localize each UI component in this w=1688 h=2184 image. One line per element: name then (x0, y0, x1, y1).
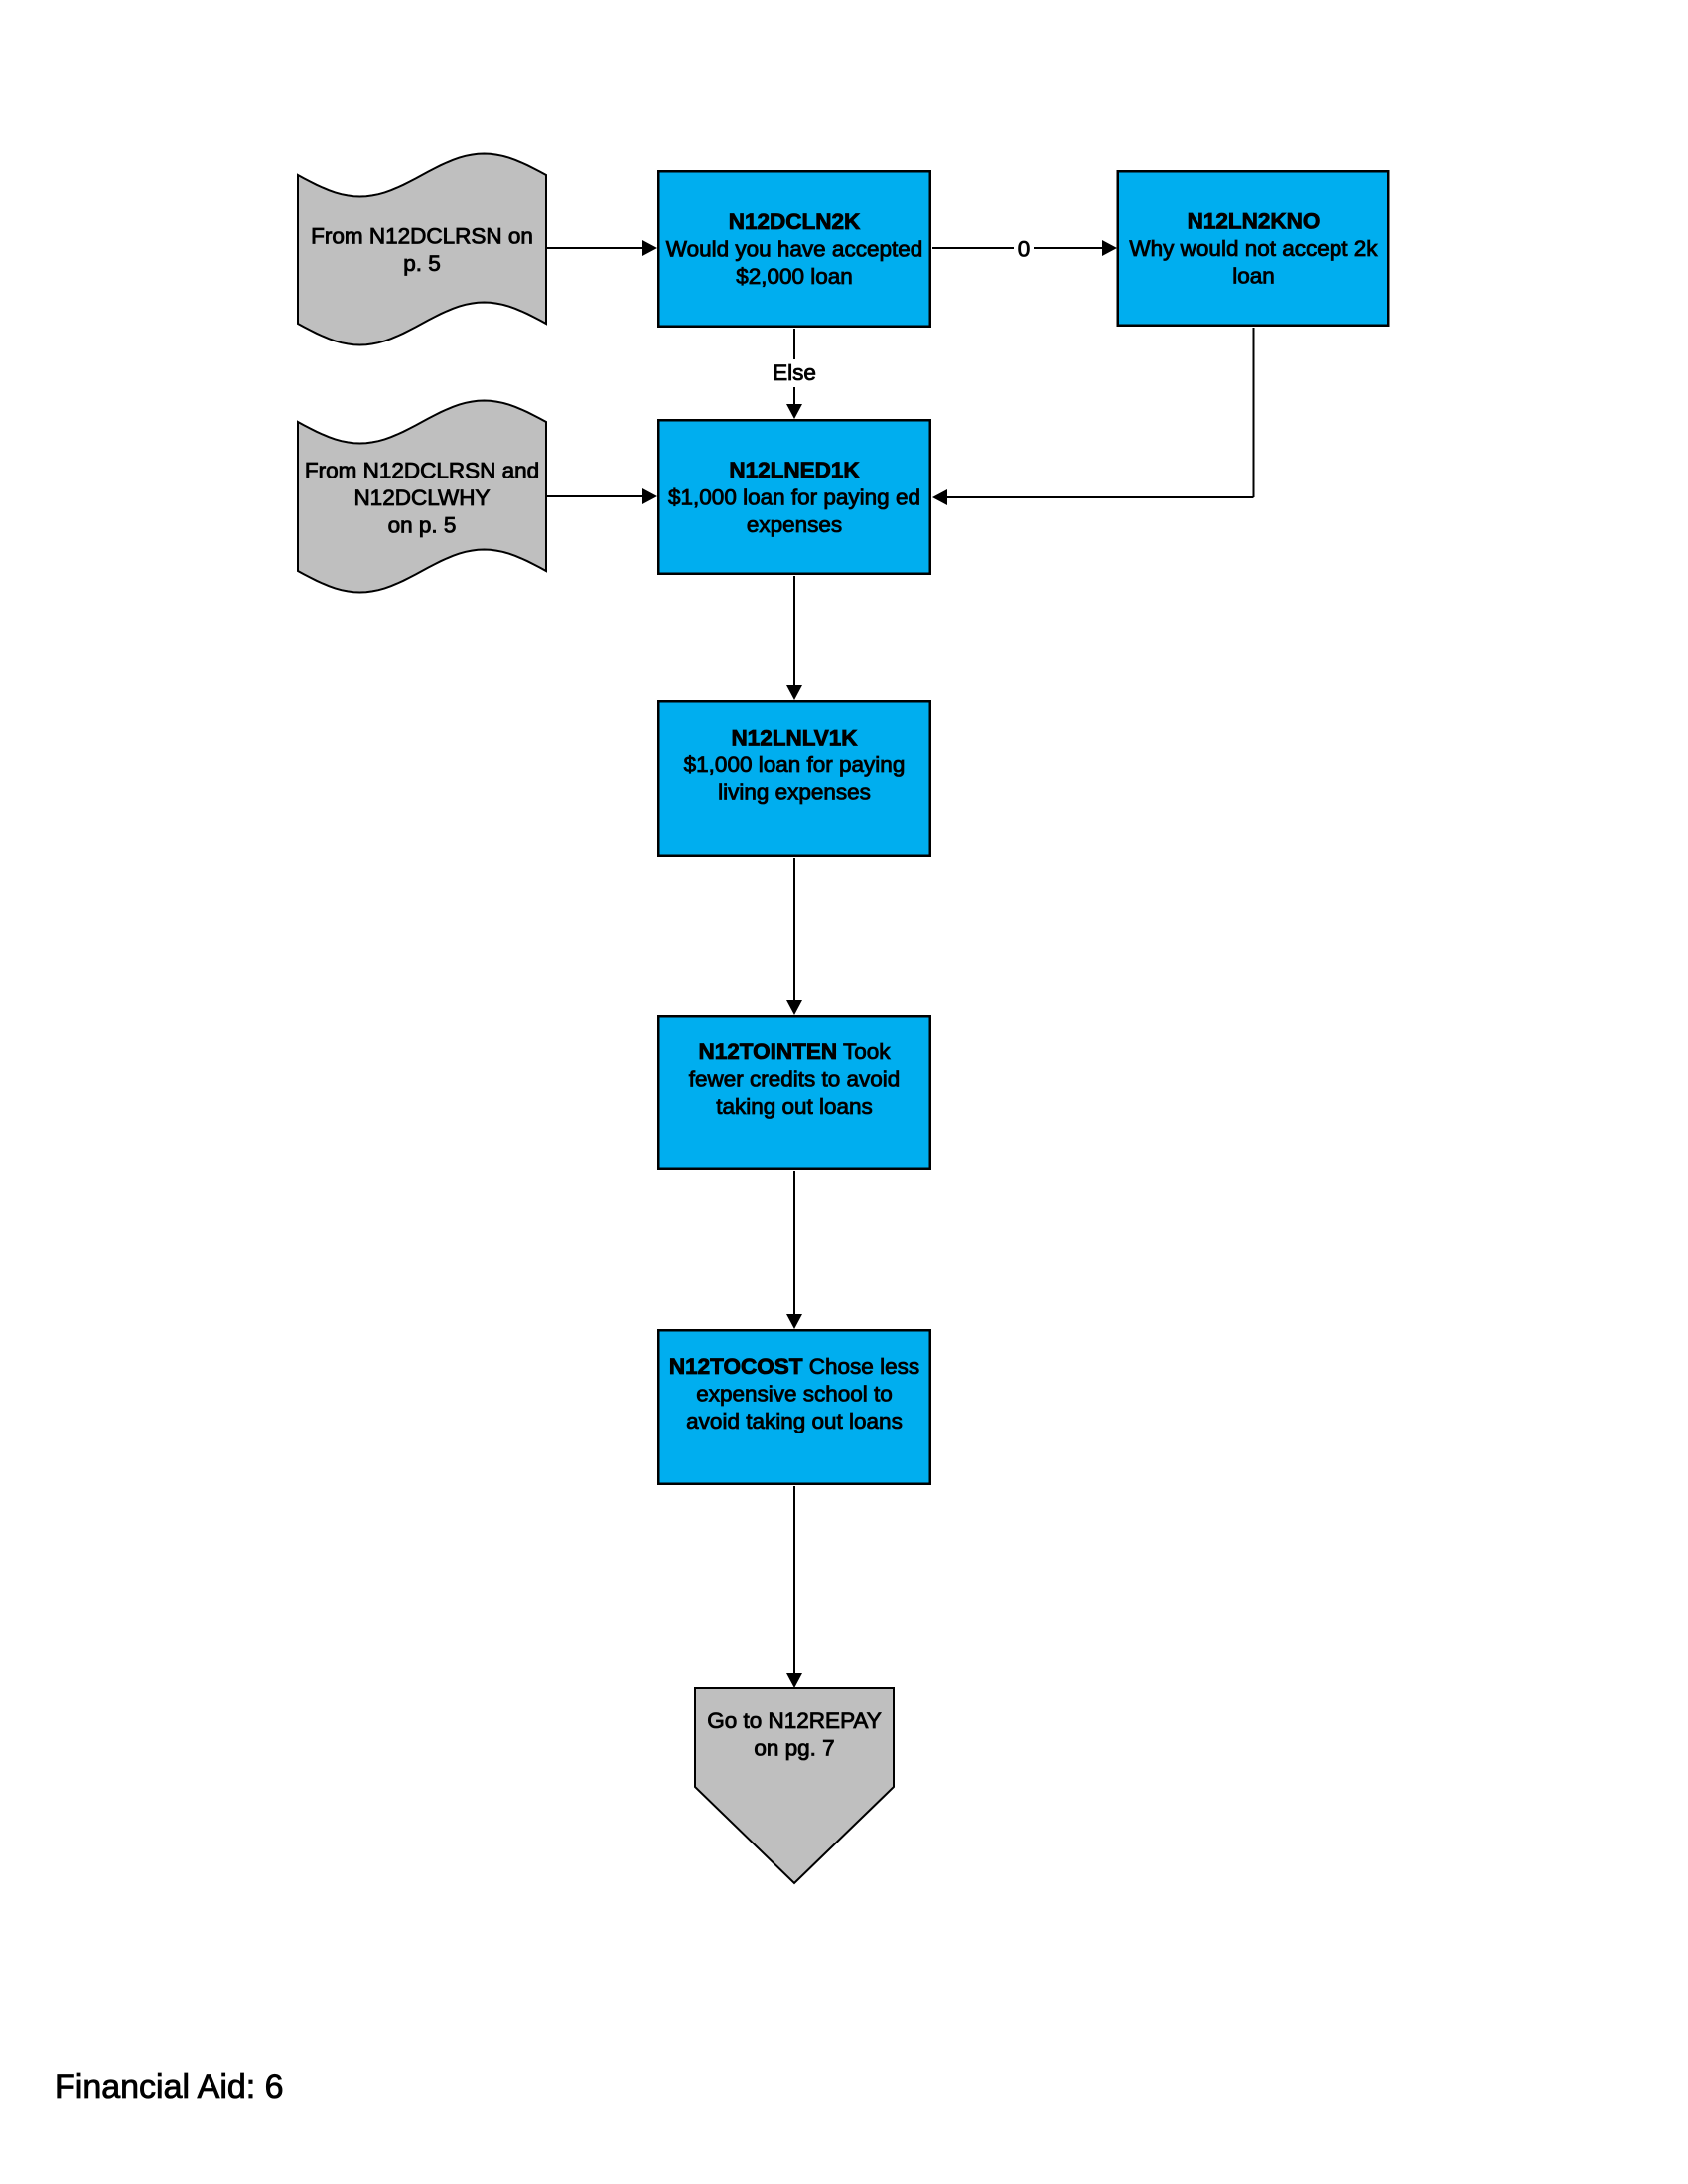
svg-text:expenses: expenses (747, 512, 842, 537)
svg-text:N12DCLN2K: N12DCLN2K (729, 209, 861, 234)
svg-text:From N12DCLRSN on: From N12DCLRSN on (311, 224, 533, 249)
svg-text:$1,000 loan for paying: $1,000 loan for paying (684, 752, 906, 777)
svg-text:N12TOCOST Chose less: N12TOCOST Chose less (669, 1354, 919, 1379)
svg-text:fewer credits to avoid: fewer credits to avoid (689, 1067, 901, 1092)
svg-text:Go to N12REPAY: Go to N12REPAY (707, 1708, 882, 1733)
svg-text:on pg. 7: on pg. 7 (754, 1736, 834, 1761)
svg-text:living expenses: living expenses (718, 780, 871, 805)
svg-text:p. 5: p. 5 (403, 251, 441, 276)
svg-text:Would you have accepted: Would you have accepted (666, 236, 923, 261)
svg-text:avoid taking out loans: avoid taking out loans (686, 1409, 903, 1433)
svg-text:N12TOINTEN Took: N12TOINTEN Took (699, 1039, 892, 1064)
svg-text:loan: loan (1232, 263, 1275, 288)
svg-text:Why would not accept 2k: Why would not accept 2k (1129, 236, 1378, 261)
svg-text:expensive school to: expensive school to (696, 1382, 893, 1407)
svg-text:Else: Else (773, 360, 816, 385)
svg-text:on p. 5: on p. 5 (388, 513, 457, 538)
svg-text:taking out loans: taking out loans (716, 1094, 873, 1119)
svg-text:N12LNED1K: N12LNED1K (729, 458, 860, 482)
svg-text:From N12DCLRSN and: From N12DCLRSN and (305, 459, 539, 483)
svg-text:N12LN2KNO: N12LN2KNO (1188, 209, 1321, 234)
svg-text:0: 0 (1018, 237, 1031, 262)
svg-text:Financial Aid: 6: Financial Aid: 6 (55, 2068, 284, 2106)
svg-text:N12DCLWHY: N12DCLWHY (353, 485, 490, 510)
svg-text:N12LNLV1K: N12LNLV1K (731, 726, 858, 751)
svg-text:$1,000 loan for paying ed: $1,000 loan for paying ed (668, 484, 920, 509)
svg-text:$2,000 loan: $2,000 loan (736, 264, 853, 289)
